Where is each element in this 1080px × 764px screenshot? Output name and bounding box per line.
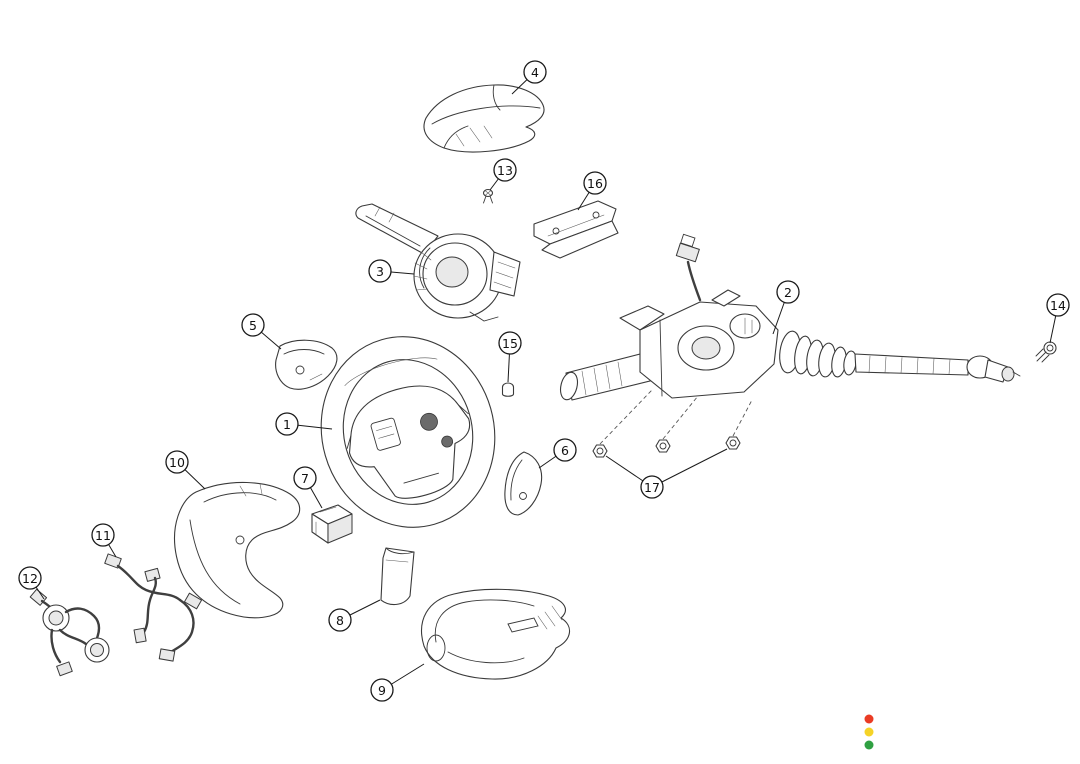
callout-7-circle[interactable] xyxy=(293,466,317,490)
callout-11-circle[interactable] xyxy=(91,523,115,547)
part-wheel-back-cover[interactable] xyxy=(174,481,301,619)
callout-9-circle[interactable] xyxy=(370,678,394,702)
callout-1-circle[interactable] xyxy=(275,412,299,436)
callout-13-circle[interactable] xyxy=(493,158,517,182)
callout-4[interactable]: 4 xyxy=(523,60,547,84)
part-mounting-nuts[interactable] xyxy=(592,389,753,458)
callout-12-circle[interactable] xyxy=(18,566,42,590)
callout-12[interactable]: 12 xyxy=(18,566,42,590)
part-fastener[interactable] xyxy=(501,382,515,397)
callout-1[interactable]: 1 xyxy=(275,412,299,436)
part-clock-spring-assembly[interactable] xyxy=(355,203,521,322)
callout-11[interactable]: 11 xyxy=(91,523,115,547)
callout-15-circle[interactable] xyxy=(498,331,522,355)
callout-13[interactable]: 13 xyxy=(493,158,517,182)
callout-16[interactable]: 16 xyxy=(583,171,607,195)
callout-9[interactable]: 9 xyxy=(370,678,394,702)
callout-8-circle[interactable] xyxy=(328,608,352,632)
part-steering-wheel[interactable] xyxy=(299,316,517,548)
part-trim-left[interactable] xyxy=(275,339,338,390)
callout-3-circle[interactable] xyxy=(368,259,392,283)
callout-8[interactable]: 8 xyxy=(328,608,352,632)
availability-red-dot xyxy=(864,714,874,724)
callout-2-circle[interactable] xyxy=(776,280,800,304)
part-column-cover-insert[interactable] xyxy=(380,547,415,605)
callout-6[interactable]: 6 xyxy=(553,438,577,462)
part-screw[interactable] xyxy=(482,188,494,204)
availability-yellow-dot xyxy=(864,727,874,737)
callout-16-circle[interactable] xyxy=(583,171,607,195)
part-wiring-harness-lower[interactable] xyxy=(29,588,110,677)
callout-5-circle[interactable] xyxy=(241,313,265,337)
callout-10-circle[interactable] xyxy=(165,450,189,474)
part-steering-column[interactable] xyxy=(558,233,1021,401)
part-upper-column-cover[interactable] xyxy=(423,84,545,153)
availability-legend xyxy=(864,714,874,750)
callout-7[interactable]: 7 xyxy=(293,466,317,490)
callout-17-circle[interactable] xyxy=(640,475,664,499)
callout-14[interactable]: 14 xyxy=(1046,293,1070,317)
callout-4-circle[interactable] xyxy=(523,60,547,84)
part-switch-module[interactable] xyxy=(311,504,353,544)
callout-15[interactable]: 15 xyxy=(498,331,522,355)
callout-leader-17 xyxy=(651,448,728,488)
callout-14-circle[interactable] xyxy=(1046,293,1070,317)
part-lower-column-cover[interactable] xyxy=(421,588,570,680)
part-bracket[interactable] xyxy=(533,200,619,259)
part-wiring-harness-upper[interactable] xyxy=(104,553,203,662)
callout-10[interactable]: 10 xyxy=(165,450,189,474)
callout-3[interactable]: 3 xyxy=(368,259,392,283)
availability-green-dot xyxy=(864,740,874,750)
part-trim-right[interactable] xyxy=(504,451,543,516)
callout-5[interactable]: 5 xyxy=(241,313,265,337)
callout-17[interactable]: 17 xyxy=(640,475,664,499)
callout-2[interactable]: 2 xyxy=(776,280,800,304)
part-bolt[interactable] xyxy=(1035,341,1057,363)
callout-6-circle[interactable] xyxy=(553,438,577,462)
